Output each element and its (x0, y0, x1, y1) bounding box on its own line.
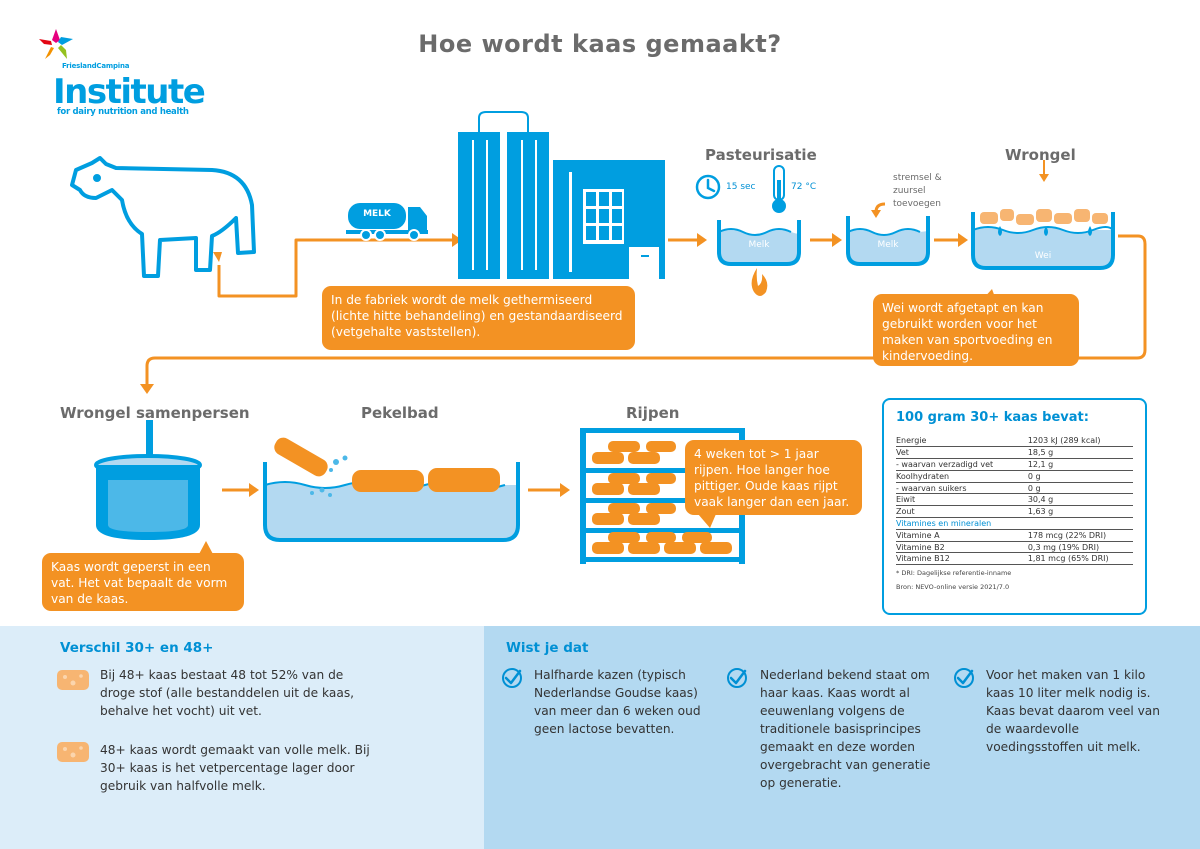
panel-wist-je-dat (484, 626, 1200, 849)
nutrient-name: - waarvan suikers (896, 482, 1020, 495)
check-circle-icon (502, 668, 522, 688)
nutrition-title: 100 gram 30+ kaas bevat: (896, 410, 1089, 425)
flame-icon (751, 268, 768, 296)
nutrient-value: 1,81 mcg (65% DRI) (1019, 552, 1133, 566)
nutrient-name: Vitamine B12 (896, 552, 1020, 566)
label-pasteurisatie: Pasteurisatie (705, 146, 817, 164)
rennet-note: stremsel & zuursel toevoegen (893, 173, 942, 209)
callout-rijpen: 4 weken tot > 1 jaar rijpen. Hoe langer … (685, 440, 862, 515)
nutrient-value: 30,4 g (1019, 493, 1133, 507)
tank-wrongel (971, 209, 1115, 270)
nutrient-name: Energie (896, 435, 1020, 448)
nutrient-value: 0 g (1019, 482, 1133, 495)
tank-label-melk-2: Melk (877, 240, 899, 250)
label-wrongel-samenpersen: Wrongel samenpersen (60, 404, 250, 422)
milk-truck-icon (346, 203, 428, 241)
process-diagram (70, 111, 1147, 564)
nutrient-name: - waarvan verzadigd vet (896, 458, 1020, 471)
pasteurisatie-temp: 72 °C (791, 182, 817, 192)
logo-institute: Institute (53, 72, 206, 112)
vitamins-section-label: Vitamines en mineralen (896, 517, 1133, 530)
nutrient-name: Vet (896, 446, 1020, 460)
ripening-rack-icon (580, 428, 745, 564)
tank-stremsel (846, 216, 930, 266)
logo-brand: FrieslandCampina (62, 62, 130, 70)
tank-pasteurisatie (717, 220, 801, 266)
wistjedat-item-3: Voor het maken van 1 kilo kaas 10 liter … (986, 668, 1160, 754)
check-circle-icon (954, 668, 974, 688)
nutrient-value: 12,1 g (1019, 458, 1133, 471)
arrow-heads (140, 174, 1049, 497)
page-title: Hoe wordt kaas gemaakt? (418, 30, 782, 58)
cheese-icon (57, 742, 89, 762)
check-circle-icon (727, 668, 747, 688)
nutrient-value: 178 mcg (22% DRI) (1019, 529, 1133, 542)
connector-lines (145, 202, 1147, 492)
brine-bath-icon (263, 437, 520, 542)
pasteurisatie-time: 15 sec (726, 182, 756, 192)
thermometer-icon (772, 165, 786, 213)
clock-icon (695, 174, 721, 200)
nutrient-value: 1203 kJ (289 kcal) (1019, 435, 1133, 448)
wistjedat-title: Wist je dat (506, 640, 589, 656)
wistjedat-item-1: Halfharde kazen (typisch Nederlandse Gou… (534, 668, 701, 736)
callout-wei: Wei wordt afgetapt en kan gebruikt worde… (873, 294, 1079, 366)
verschil-title: Verschil 30+ en 48+ (60, 640, 214, 656)
nutrition-source: Bron: NEVO-online versie 2021/7.0 (896, 583, 1010, 592)
nutrient-name: Eiwit (896, 493, 1020, 507)
tank-label-melk-1: Melk (748, 240, 770, 250)
nutrition-footnote: * DRI: Dagelijkse referentie-inname (896, 569, 1012, 578)
truck-label: MELK (363, 209, 391, 219)
press-vat-icon (94, 420, 202, 540)
label-rijpen: Rijpen (626, 404, 680, 422)
table-section-row: Vitamines en mineralen (896, 517, 1133, 530)
nutrient-value: 18,5 g (1019, 446, 1133, 460)
cheese-icon (57, 670, 89, 690)
nutrient-name: Vitamine B2 (896, 541, 1020, 554)
factory-icon (458, 111, 665, 279)
nutrient-name: Vitamine A (896, 529, 1020, 542)
panel-verschil (0, 626, 484, 849)
verschil-item-1: Bij 48+ kaas bestaat 48 tot 52% van de d… (100, 668, 355, 718)
nutrient-value: 1,63 g (1019, 505, 1133, 519)
callout-press: Kaas wordt geperst in een vat. Het vat b… (42, 553, 244, 611)
logo-star-icon (39, 29, 73, 59)
callout-factory: In de fabriek wordt de melk gethermiseer… (322, 286, 635, 350)
nutrient-value: 0,3 mg (19% DRI) (1019, 541, 1133, 554)
cow-icon (70, 156, 256, 278)
wistjedat-item-2: Nederland bekend staat om haar kaas. Kaa… (760, 668, 931, 790)
nutrient-name: Koolhydraten (896, 470, 1020, 483)
tank-label-wei: Wei (1034, 251, 1052, 261)
label-pekelbad: Pekelbad (361, 404, 439, 422)
nutrient-name: Zout (896, 505, 1020, 519)
nutrient-value: 0 g (1019, 470, 1133, 483)
logo-subtitle: for dairy nutrition and health (57, 107, 189, 117)
label-wrongel: Wrongel (1005, 146, 1076, 164)
verschil-item-2: 48+ kaas wordt gemaakt van volle melk. B… (100, 743, 370, 793)
